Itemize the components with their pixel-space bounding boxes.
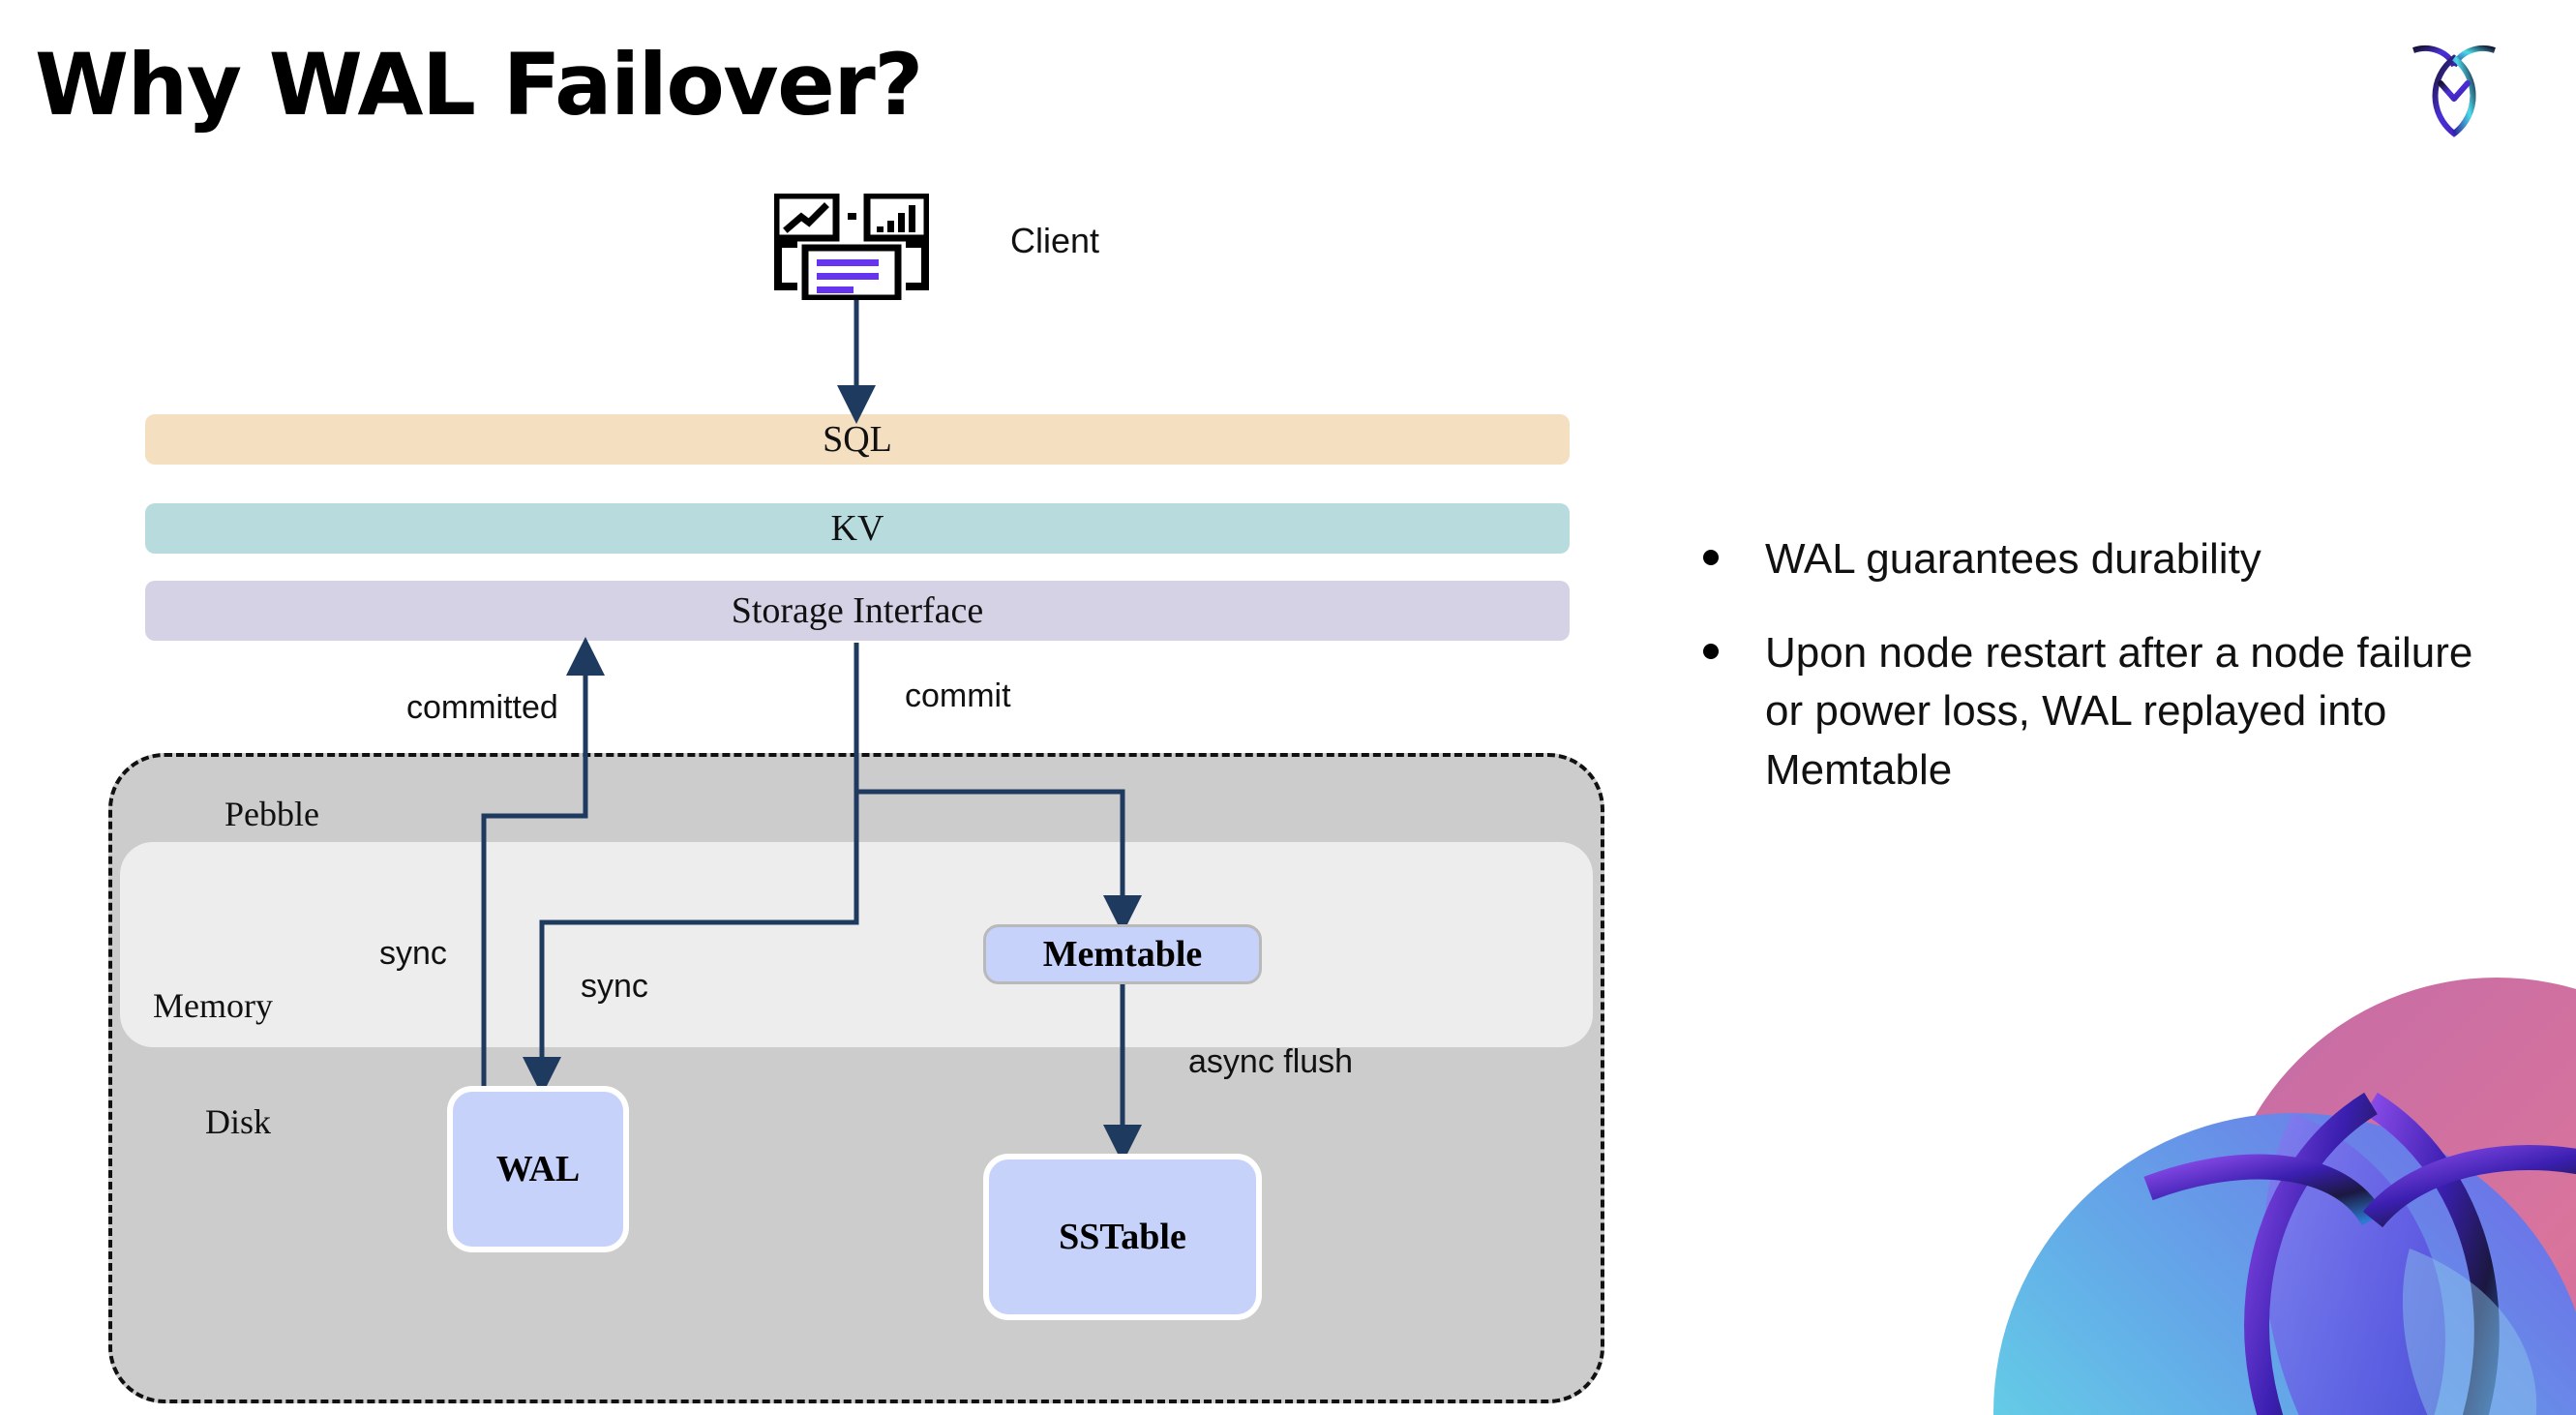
edge-label-sync-commit: sync	[581, 968, 648, 1005]
layer-label-storage-interface: Storage Interface	[731, 590, 984, 631]
node-label-sstable: SSTable	[1059, 1217, 1186, 1257]
node-memtable: Memtable	[983, 924, 1262, 984]
list-item: Upon node restart after a node failure o…	[1703, 624, 2506, 800]
memory-label: Memory	[153, 986, 273, 1025]
bullet-dot-icon	[1703, 550, 1719, 565]
bullet-text: WAL guarantees durability	[1765, 535, 2261, 583]
edge-label-async-flush: async flush	[1188, 1043, 1354, 1080]
bullet-dot-icon	[1703, 643, 1719, 659]
layer-label-kv: KV	[830, 508, 884, 549]
memory-region	[120, 842, 1593, 1047]
bullet-text: Upon node restart after a node failure o…	[1765, 628, 2473, 795]
list-item: WAL guarantees durability	[1703, 530, 2506, 589]
node-label-memtable: Memtable	[1042, 934, 1203, 975]
cockroachdb-logo-icon	[2406, 35, 2502, 143]
decorative-graphic	[1955, 929, 2576, 1415]
bullet-list: WAL guarantees durability Upon node rest…	[1703, 530, 2506, 835]
client-dashboard-icon	[772, 192, 931, 302]
layer-bar-storage-interface: Storage Interface	[145, 581, 1570, 641]
layer-bar-sql: SQL	[145, 414, 1570, 465]
pebble-label: Pebble	[225, 795, 319, 833]
node-wal: WAL	[447, 1086, 629, 1252]
disk-label: Disk	[205, 1102, 272, 1141]
layer-bar-kv: KV	[145, 503, 1570, 554]
node-label-wal: WAL	[495, 1149, 581, 1189]
node-sstable: SSTable	[983, 1154, 1262, 1320]
layer-label-sql: SQL	[823, 419, 892, 460]
edge-label-committed: committed	[406, 689, 558, 726]
edge-label-commit: commit	[905, 677, 1011, 714]
client-label: Client	[1010, 221, 1100, 260]
page-title: Why WAL Failover?	[35, 35, 923, 135]
edge-label-sync-committed: sync	[379, 935, 447, 972]
